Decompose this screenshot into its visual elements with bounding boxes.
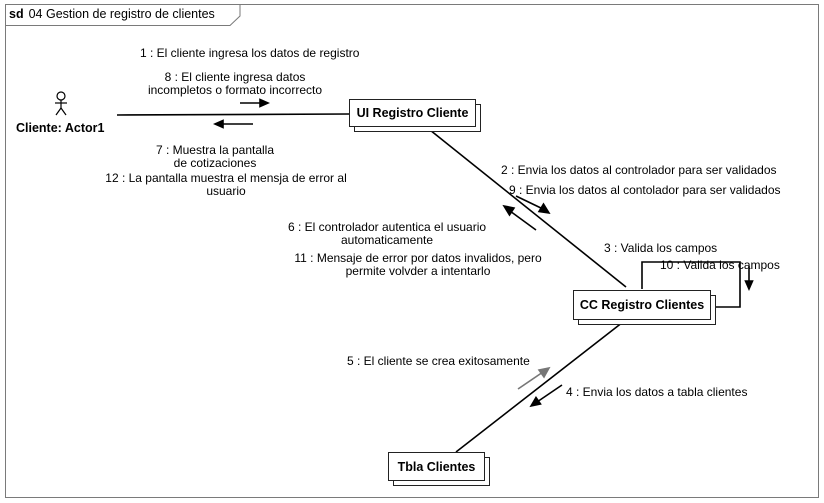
- tbla-clientes-object[interactable]: Tbla Clientes: [388, 452, 485, 481]
- message-2: 2 : Envia los datos al controlador para …: [501, 163, 777, 177]
- message-11-line1: 11 : Mensaje de error por datos invalido…: [294, 251, 542, 265]
- message-8-line1: 8 : El cliente ingresa datos: [164, 70, 306, 84]
- arrow-self-loop: [744, 266, 754, 291]
- link-actor-ui: [116, 113, 350, 116]
- sequence-frame: [5, 4, 819, 498]
- message-8-line2: incompletos o formato incorrecto: [147, 83, 323, 97]
- arrow-to-actor: [213, 119, 253, 129]
- message-12-line2: usuario: [206, 184, 246, 198]
- arrow-to-ui: [240, 98, 270, 108]
- arrow-to-ui-from-cc: [502, 204, 537, 231]
- link-ui-cc: [429, 129, 627, 288]
- tbla-clientes-label: Tbla Clientes: [397, 459, 476, 474]
- link-cc-tabla: [455, 321, 624, 453]
- message-8: 8 : El cliente ingresa datos incompletos…: [130, 71, 340, 97]
- message-7-line2: de cotizaciones: [173, 156, 257, 170]
- arrow-to-cc: [515, 195, 551, 215]
- frame-keyword: sd: [9, 7, 24, 21]
- message-9: 9 : Envia los datos al contolador para s…: [509, 183, 781, 197]
- ui-registro-cliente-object[interactable]: UI Registro Cliente: [349, 99, 476, 127]
- cc-registro-clientes-label: CC Registro Clientes: [579, 298, 705, 312]
- ui-registro-cliente-label: UI Registro Cliente: [356, 106, 469, 120]
- message-12-line1: 12 : La pantalla muestra el mensja de er…: [105, 171, 347, 185]
- self-loop-cc: [641, 261, 741, 308]
- message-10: 10 : Valida los campos: [660, 258, 780, 272]
- diagram-name: 04 Gestion de registro de clientes: [28, 7, 215, 21]
- message-11-line2: permite volvder a intentarlo: [345, 264, 491, 278]
- message-3: 3 : Valida los campos: [604, 241, 718, 255]
- frame-title: sd 04 Gestion de registro de clientes: [9, 7, 215, 21]
- actor-label: Cliente: Actor1: [16, 121, 105, 135]
- message-6: 6 : El controlador autentica el usuario …: [287, 221, 487, 247]
- message-4: 4 : Envia los datos a tabla clientes: [566, 385, 748, 399]
- message-5: 5 : El cliente se crea exitosamente: [347, 354, 530, 368]
- message-6-line1: 6 : El controlador autentica el usuario: [287, 220, 487, 234]
- cc-registro-clientes-object[interactable]: CC Registro Clientes: [573, 290, 711, 320]
- message-7: 7 : Muestra la pantalla de cotizaciones: [115, 144, 315, 170]
- message-12: 12 : La pantalla muestra el mensja de er…: [90, 172, 362, 198]
- message-1: 1 : El cliente ingresa los datos de regi…: [140, 46, 360, 60]
- message-11: 11 : Mensaje de error por datos invalido…: [280, 252, 556, 278]
- arrow-to-tabla: [529, 384, 563, 408]
- arrow-to-cc-from-tabla: [517, 366, 551, 390]
- message-6-line2: automaticamente: [340, 233, 434, 247]
- message-7-line1: 7 : Muestra la pantalla: [155, 143, 275, 157]
